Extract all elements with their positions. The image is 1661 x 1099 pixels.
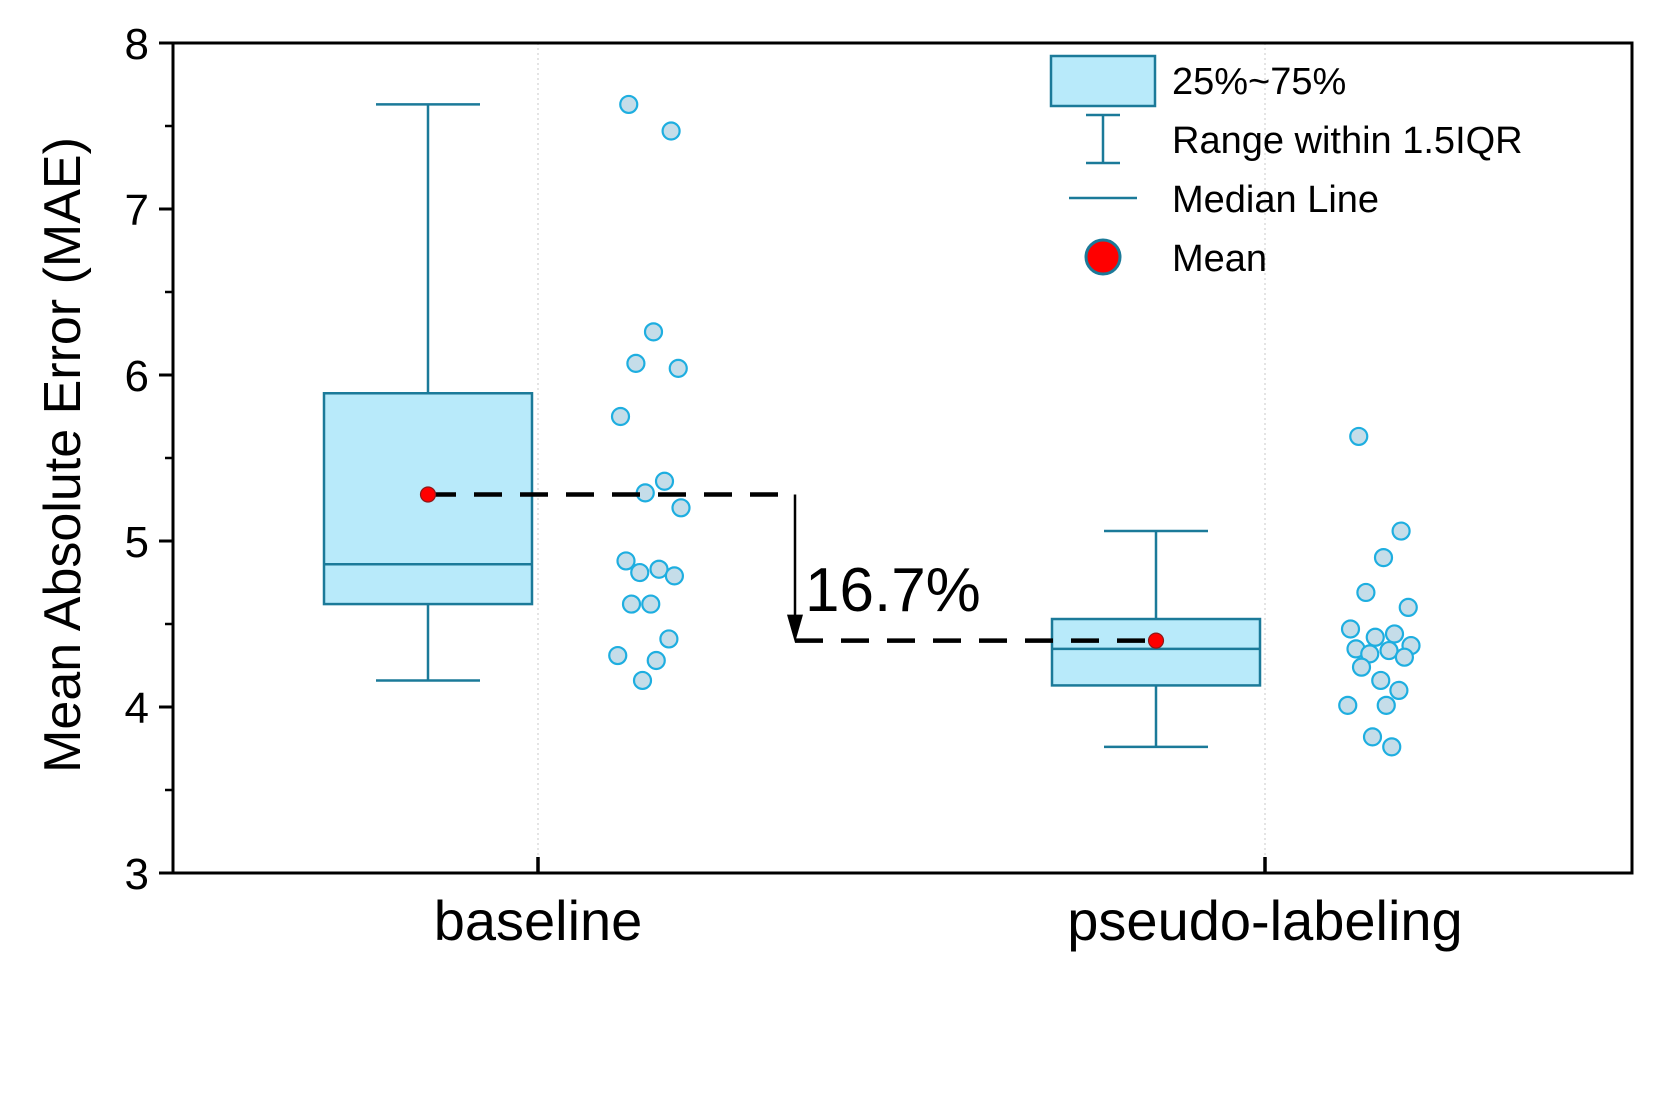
data-point-0-1 [661, 121, 681, 141]
data-point-1-0 [1349, 426, 1369, 447]
data-point-1-16 [1338, 695, 1358, 715]
grid-lines [537, 43, 1266, 873]
data-point-0-12 [664, 566, 685, 586]
box-plot-series [322, 103, 1262, 749]
data-point-1-3 [1356, 582, 1376, 603]
data-point-0-8 [671, 498, 691, 518]
axes: 3 4 5 6 7 8 [125, 20, 1634, 899]
data-point-1-2 [1373, 547, 1394, 568]
y-tick-label-3: 6 [125, 352, 149, 401]
data-point-0-16 [608, 645, 628, 666]
data-point-1-5 [1340, 619, 1361, 639]
data-point-1-1 [1391, 521, 1411, 541]
legend-label-mean: Mean [1172, 238, 1267, 280]
data-point-0-3 [626, 353, 646, 373]
data-point-0-17 [646, 650, 666, 671]
legend-label-median: Median Line [1172, 179, 1379, 221]
data-points [608, 94, 1421, 757]
data-point-0-0 [619, 94, 639, 115]
mean-marker-1 [1147, 632, 1165, 649]
iqr-box-1 [1050, 617, 1262, 687]
data-point-1-18 [1362, 727, 1383, 747]
data-point-1-17 [1376, 695, 1396, 715]
legend-swatch-box [1049, 54, 1157, 108]
data-point-0-13 [621, 594, 642, 614]
y-tick-label-5: 8 [125, 20, 149, 69]
y-tick-label-1: 4 [125, 684, 149, 733]
data-point-1-13 [1351, 657, 1372, 677]
category-label-pseudo-labeling: pseudo-labeling [1067, 889, 1462, 952]
y-tick-label-4: 7 [125, 186, 149, 235]
data-point-1-12 [1394, 647, 1415, 667]
legend-label-box: 25%~75% [1172, 61, 1346, 103]
data-point-0-11 [630, 562, 650, 583]
data-point-1-15 [1389, 680, 1409, 701]
data-point-1-4 [1398, 597, 1418, 618]
legend-label-whisker: Range within 1.5IQR [1172, 120, 1523, 162]
category-label-baseline: baseline [434, 889, 643, 952]
data-point-0-4 [668, 358, 688, 378]
reduction-annotation: 16.7% [419, 486, 1165, 649]
data-point-0-6 [654, 471, 675, 491]
data-point-1-6 [1384, 624, 1405, 644]
y-tick-label-0: 3 [125, 850, 149, 899]
y-axis-title: Mean Absolute Error (MAE) [34, 137, 92, 773]
data-point-0-18 [632, 670, 653, 691]
data-point-0-14 [641, 594, 661, 614]
data-point-1-7 [1365, 627, 1385, 647]
data-point-1-19 [1382, 737, 1402, 757]
drop-arrow-head [787, 614, 803, 643]
data-point-0-2 [643, 322, 664, 342]
data-point-0-5 [610, 406, 631, 427]
mean-marker-0 [419, 486, 437, 503]
annotation-label: 16.7% [805, 556, 981, 625]
data-point-0-15 [659, 629, 679, 649]
legend-swatch-mean [1084, 238, 1122, 276]
legend: 25%~75% Range within 1.5IQR Median Line … [1049, 54, 1523, 280]
y-tick-label-2: 5 [125, 518, 149, 567]
data-point-0-9 [616, 551, 636, 571]
data-point-1-14 [1371, 670, 1391, 691]
